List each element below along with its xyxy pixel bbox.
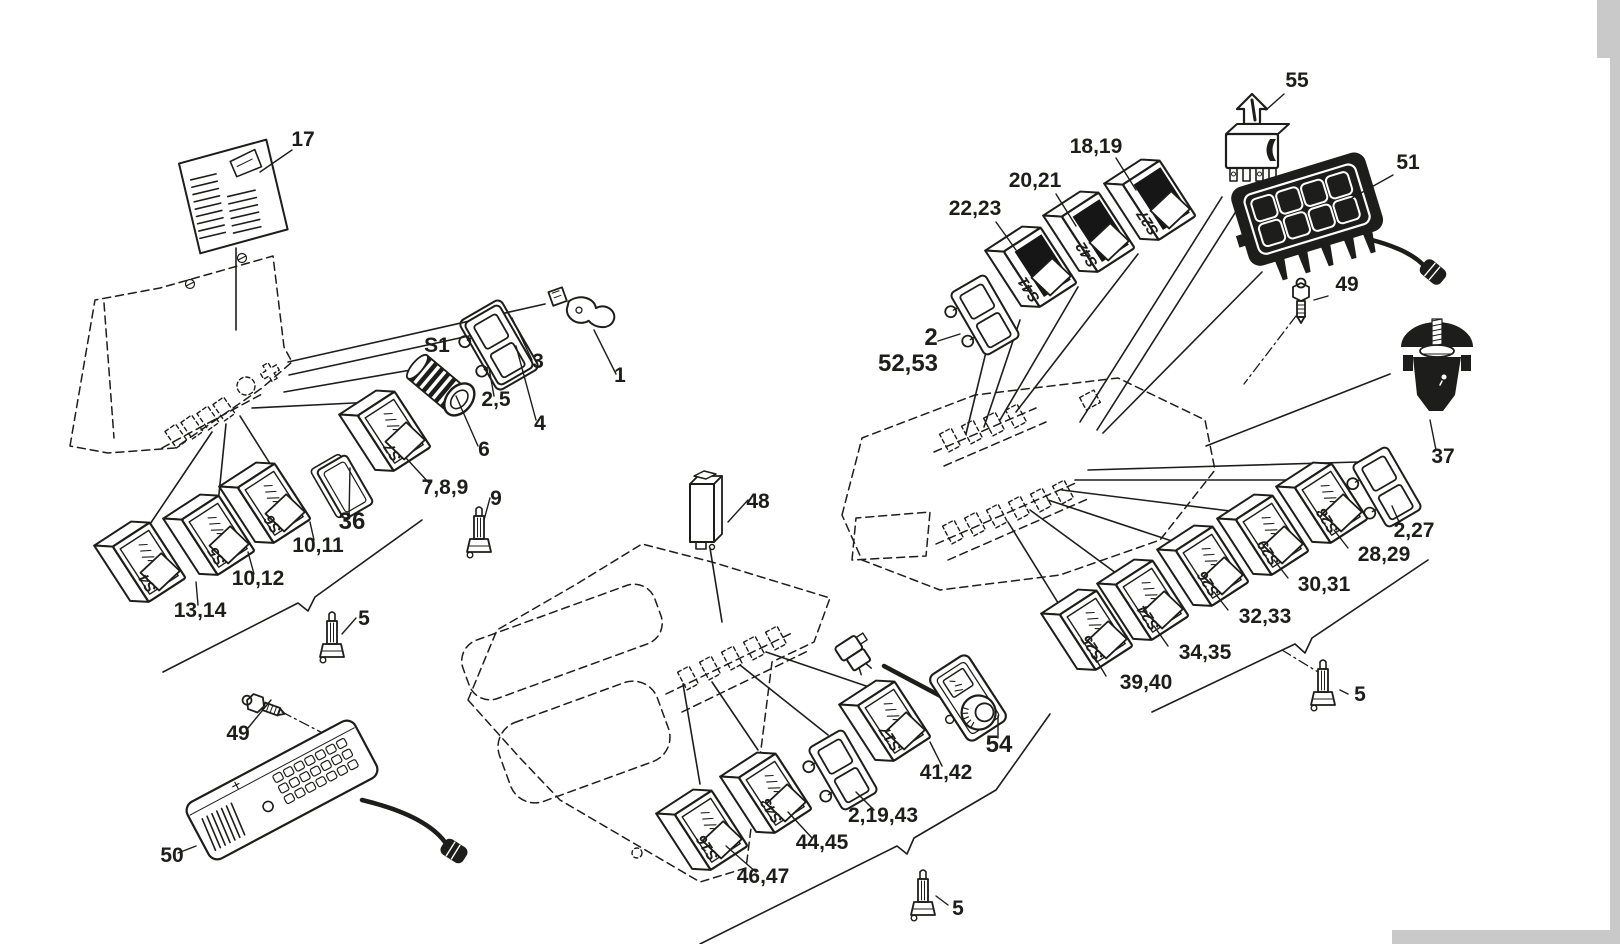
part-label-7-8-9: 7,8,9 [422,476,469,499]
part-label-48: 48 [746,490,770,513]
part-label-2: 2 [924,324,937,351]
part-label-1: 1 [614,364,626,387]
part-label-5: 5 [358,607,370,630]
leader-lines [145,196,1429,944]
keypad-module-51 [1231,152,1384,281]
bezel-2-19-43 [802,729,878,811]
scan-edge-artifacts [1392,0,1620,944]
scan-edge [1610,58,1620,930]
bezel-2-27 [1346,446,1422,528]
part-label-18-19: 18,19 [1070,135,1123,158]
rocker-switch-S41: S41 [984,225,1077,308]
part-label-20-21: 20,21 [1009,169,1062,192]
part-label-44-45: 44,45 [796,831,849,854]
part-label-2-27: 2,27 [1394,519,1435,542]
mushroom-knob-37 [1401,318,1473,411]
part-label-54: 54 [986,731,1013,758]
bulb-5-left [319,611,345,664]
part-label-4: 4 [534,412,546,435]
wire-connector-41-42 [834,632,873,676]
bulb-5-center [910,869,936,922]
part-label-52-53: 52,53 [878,350,938,377]
rocker-switch-S27: S27 [1103,158,1196,241]
part-label-30-31: 30,31 [1298,573,1351,596]
screw-49-right [1292,277,1310,324]
rocker-switch-S16: S16 [655,788,748,871]
console-outlines [69,252,1216,883]
part-label-22-23: 22,23 [949,197,1002,220]
part-label-34-35: 34,35 [1179,641,1232,664]
rocker-switch-S42: S42 [1042,190,1135,273]
part-label-10-11: 10,11 [292,534,344,557]
part-label-2-19-43: 2,19,43 [848,804,918,827]
bezel-3-4 [458,299,539,391]
part-label-6: 6 [478,438,490,461]
part-label-46-47: 46,47 [737,865,790,888]
part-label-17: 17 [291,128,314,151]
rocker-switch-S43: S43 [719,751,812,834]
rocker-switch-S5: S5 [162,493,255,576]
part-label-39-40: 39,40 [1120,671,1173,694]
cigarette-lighter-S1 [406,353,476,417]
rocker-switch-S24: S24 [1096,558,1189,641]
part-label-5: 5 [952,897,964,920]
part-label-51: 51 [1396,151,1420,174]
part-label-S1: S1 [424,334,450,357]
rotary-control-54 [929,654,1007,742]
part-label-55: 55 [1285,69,1309,92]
part-label-49: 49 [1335,273,1358,296]
part-label-5: 5 [1354,683,1366,706]
bulb-5-right [1310,659,1336,712]
part-label-28-29: 28,29 [1358,543,1411,566]
part-label-32-33: 32,33 [1239,605,1292,628]
part-label-36: 36 [339,508,366,535]
control-module-50 [185,719,379,861]
part-label-50: 50 [160,844,183,867]
part-label-13-14: 13,14 [174,599,227,622]
switch-55 [1224,92,1290,182]
relay-48 [689,470,723,551]
decal-17 [177,138,289,255]
rocker-switch-S6: S6 [218,461,311,544]
part-label-9: 9 [490,487,502,510]
blank-cover-36 [310,453,374,520]
rocker-switch-S28: S28 [1275,461,1368,544]
screw-49-left [241,693,286,717]
part-label-37: 37 [1431,445,1454,468]
rocker-switch-S25: S25 [1040,588,1133,671]
rocker-switch-S26: S26 [1156,524,1249,607]
wire-connector [1419,259,1447,285]
part-label-49: 49 [226,722,249,745]
lever-part-1 [547,286,616,329]
rocker-switch-S4: S4 [93,520,186,603]
rocker-switch-S29: S29 [1216,493,1309,576]
label-leader-lines [177,93,1437,906]
part-label-3: 3 [532,350,544,373]
scan-edge [1392,930,1620,944]
part-label-10-12: 10,12 [232,567,285,590]
part-label-41-42: 41,42 [920,761,973,784]
wire-connector [440,838,468,864]
rocker-switch-S17: S17 [838,679,931,762]
rocker-switch-S7: S7 [338,389,431,472]
scan-edge [1597,0,1620,58]
part-label-2-5: 2,5 [481,388,511,411]
bezel-52-53 [944,274,1020,356]
bulb-9 [466,506,492,559]
